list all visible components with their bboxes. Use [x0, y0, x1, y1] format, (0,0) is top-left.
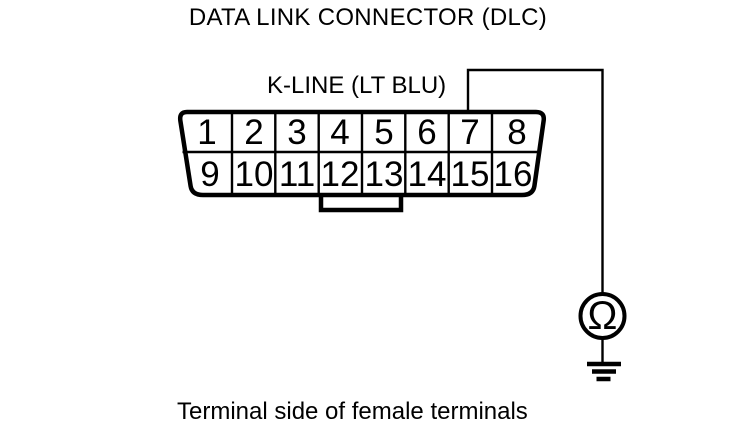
pin-cell-7: 7 — [460, 113, 480, 152]
k-line-wire — [466, 68, 604, 294]
pin-cell-6: 6 — [417, 113, 437, 152]
connector-keying-tab — [318, 196, 404, 213]
pin-cell-10: 10 — [234, 155, 274, 194]
pin-cell-12: 12 — [320, 155, 360, 194]
pin-cell-1: 1 — [197, 113, 217, 152]
pin-cell-8: 8 — [507, 113, 527, 152]
pin-cell-9: 9 — [200, 155, 220, 194]
pin-cell-13: 13 — [364, 155, 404, 194]
pin-grid-lines — [182, 113, 541, 194]
k-line-wire-label: K-LINE (LT BLU) — [267, 72, 447, 99]
ground-icon — [587, 361, 621, 382]
diagram-title: DATA LINK CONNECTOR (DLC) — [188, 4, 548, 31]
pin-cell-4: 4 — [330, 113, 350, 152]
pin-cell-11: 11 — [278, 155, 316, 194]
pin-cell-5: 5 — [374, 113, 394, 152]
pin-cell-2: 2 — [244, 113, 264, 152]
pin-cell-15: 15 — [450, 155, 490, 194]
pin-cell-14: 14 — [407, 155, 447, 194]
pin-cell-16: 16 — [493, 155, 533, 194]
ohmmeter-symbol: Ω — [587, 294, 618, 338]
pin-cell-3: 3 — [287, 113, 307, 152]
diagram-caption: Terminal side of female terminals — [177, 398, 528, 425]
